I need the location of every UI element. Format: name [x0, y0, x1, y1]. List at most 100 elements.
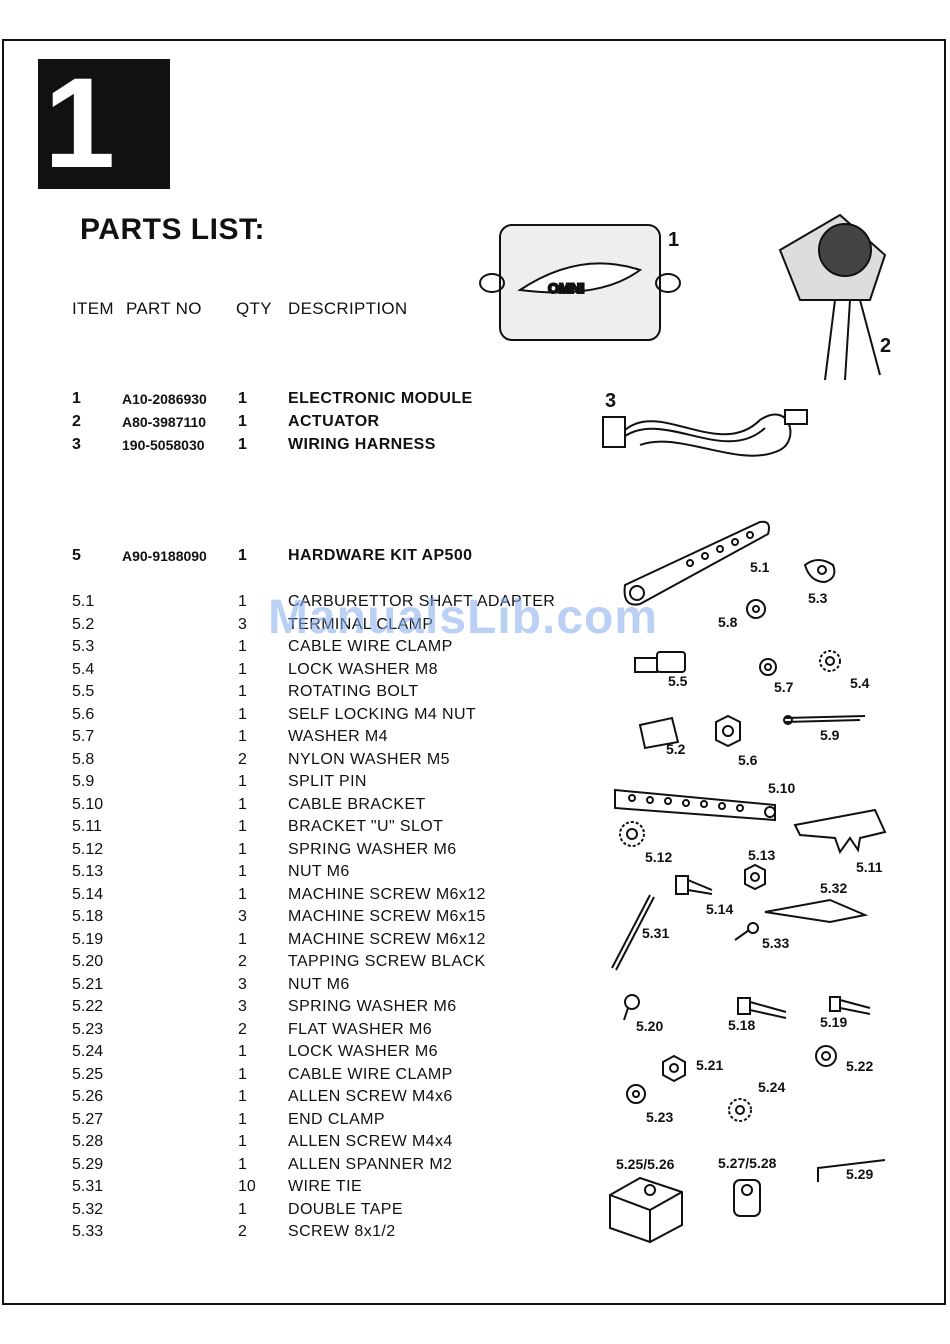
- row-qty: 1: [238, 818, 247, 835]
- row-qty: 2: [238, 750, 247, 768]
- row-qty: 1: [238, 930, 247, 948]
- table-row: 5.14 1 MACHINE SCREW M6x12: [0, 884, 950, 906]
- figure-label-p512: 5.12: [645, 849, 672, 865]
- figure-label-p57: 5.7: [774, 679, 794, 695]
- figure-label-p51: 5.1: [750, 559, 770, 575]
- row-description: CARBURETTOR SHAFT ADAPTER: [288, 593, 556, 610]
- row-qty: 1: [238, 885, 247, 903]
- row-description: MACHINE SCREW M6x12: [288, 930, 486, 948]
- table-row: 5.32 1 DOUBLE TAPE: [0, 1199, 950, 1221]
- row-qty: 3: [238, 998, 247, 1015]
- row-qty: 1: [238, 1133, 247, 1150]
- row-description: END CLAMP: [288, 1110, 385, 1128]
- row-item: 5.31: [72, 1178, 104, 1195]
- row-item: 1: [72, 390, 81, 407]
- row-qty: 10: [238, 1178, 256, 1195]
- row-part-no: 190-5058030: [122, 437, 205, 453]
- table-row: 5.25 1 CABLE WIRE CLAMP: [0, 1064, 950, 1086]
- row-qty: 1: [238, 390, 247, 407]
- row-description: DOUBLE TAPE: [288, 1200, 403, 1218]
- row-qty: 3: [238, 975, 247, 993]
- table-row: 5.3 1 CABLE WIRE CLAMP: [0, 636, 950, 658]
- page-frame: [2, 39, 946, 1305]
- figure-label-p524: 5.24: [758, 1079, 785, 1095]
- col-qty: QTY: [236, 299, 272, 318]
- figure-label-p527: 5.27/5.28: [718, 1155, 777, 1171]
- row-item: 5.4: [72, 660, 95, 678]
- row-description: SPRING WASHER M6: [288, 998, 457, 1015]
- row-item: 5.13: [72, 863, 104, 880]
- row-item: 5.26: [72, 1088, 104, 1105]
- row-description: NUT M6: [288, 975, 350, 993]
- row-qty: 1: [238, 436, 247, 453]
- row-description: CABLE BRACKET: [288, 795, 426, 813]
- figure-label-p53: 5.3: [808, 590, 828, 606]
- row-item: 5.32: [72, 1200, 104, 1218]
- row-qty: 1: [238, 1155, 247, 1173]
- figure-label-p56: 5.6: [738, 752, 758, 768]
- row-item: 5.12: [72, 840, 104, 858]
- row-qty: 1: [238, 683, 247, 700]
- row-item: 5.10: [72, 795, 104, 813]
- row-item: 5.1: [72, 593, 95, 610]
- col-part-no: PART NO: [126, 299, 202, 318]
- row-item: 5.29: [72, 1155, 104, 1173]
- wiring-harness-illustration: [602, 409, 808, 457]
- figure-label-p520: 5.20: [636, 1018, 663, 1034]
- row-description: MACHINE SCREW M6x12: [288, 885, 486, 903]
- figure-label-p531: 5.31: [642, 925, 669, 941]
- row-qty: 1: [238, 413, 247, 430]
- shaft-adapter-illustration: [623, 520, 770, 606]
- row-description: FLAT WASHER M6: [288, 1020, 432, 1038]
- figure-label-p514: 5.14: [706, 901, 733, 917]
- table-row: 5.12 1 SPRING WASHER M6: [0, 839, 950, 861]
- table-row: 5.22 3 SPRING WASHER M6: [0, 996, 950, 1018]
- row-item: 5: [72, 547, 81, 564]
- row-qty: 1: [238, 1110, 247, 1128]
- actuator-illustration: [778, 213, 887, 381]
- table-row: 5.18 3 MACHINE SCREW M6x15: [0, 906, 950, 928]
- row-qty: 1: [238, 1200, 247, 1218]
- col-item: ITEM: [72, 299, 114, 318]
- row-qty: 1: [238, 660, 247, 678]
- row-part-no: A10-2086930: [122, 391, 207, 407]
- row-description: BRACKET "U" SLOT: [288, 818, 444, 835]
- row-description: ALLEN SPANNER M2: [288, 1155, 453, 1173]
- row-qty: 1: [238, 773, 247, 790]
- table-row: 5.27 1 END CLAMP: [0, 1109, 950, 1131]
- table-row: 5.4 1 LOCK WASHER M8: [0, 659, 950, 681]
- table-row: 5.8 2 NYLON WASHER M5: [0, 749, 950, 771]
- row-qty: 1: [238, 705, 247, 723]
- figure-label-p532: 5.32: [820, 880, 847, 896]
- table-row: 5.23 2 FLAT WASHER M6: [0, 1019, 950, 1041]
- row-qty: 1: [238, 728, 247, 745]
- table-row: 5.2 3 TERMINAL CLAMP: [0, 614, 950, 636]
- figure-label-p523: 5.23: [646, 1109, 673, 1125]
- row-item: 5.19: [72, 930, 104, 948]
- row-description: SPRING WASHER M6: [288, 840, 457, 858]
- row-description: ALLEN SCREW M4x6: [288, 1088, 453, 1105]
- row-qty: 2: [238, 1223, 247, 1240]
- row-description: NUT M6: [288, 863, 350, 880]
- figure-label-p513: 5.13: [748, 847, 775, 863]
- row-item: 5.14: [72, 885, 104, 903]
- row-qty: 1: [238, 1088, 247, 1105]
- row-item: 5.3: [72, 638, 95, 655]
- row-item: 5.25: [72, 1065, 104, 1083]
- row-description: HARDWARE KIT AP500: [288, 547, 473, 564]
- figure-label-p522: 5.22: [846, 1058, 873, 1074]
- row-item: 5.18: [72, 908, 104, 925]
- table-row: 5.20 2 TAPPING SCREW BLACK: [0, 951, 950, 973]
- table-row: 5.24 1 LOCK WASHER M6: [0, 1041, 950, 1063]
- table-row: 5.1 1 CARBURETTOR SHAFT ADAPTER: [0, 591, 950, 613]
- row-description: CABLE WIRE CLAMP: [288, 638, 453, 655]
- table-row: 5.5 1 ROTATING BOLT: [0, 681, 950, 703]
- row-description: ACTUATOR: [288, 413, 380, 430]
- table-row: 5.7 1 WASHER M4: [0, 726, 950, 748]
- row-qty: 1: [238, 638, 247, 655]
- row-item: 5.22: [72, 998, 104, 1015]
- row-description: ROTATING BOLT: [288, 683, 419, 700]
- table-row: 5.10 1 CABLE BRACKET: [0, 794, 950, 816]
- figure-label-p521: 5.21: [696, 1057, 723, 1073]
